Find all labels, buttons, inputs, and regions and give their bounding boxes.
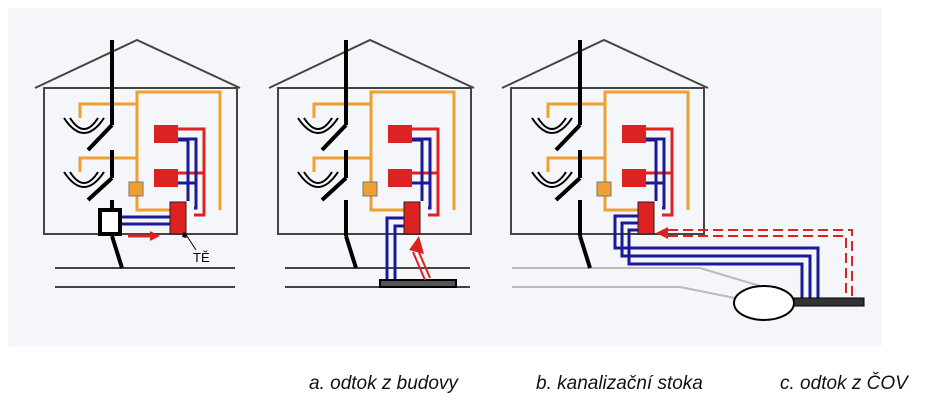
house-c-walls bbox=[510, 87, 705, 235]
arrow-icon bbox=[128, 231, 160, 241]
small-fixture-icon bbox=[128, 181, 144, 197]
arrow-icon bbox=[656, 227, 668, 239]
diagram-background bbox=[8, 8, 882, 346]
house-c-return-pipes bbox=[613, 137, 820, 300]
radiator-icon bbox=[622, 169, 646, 187]
house-b-walls bbox=[277, 87, 472, 235]
te-pointer bbox=[184, 232, 197, 251]
house-a-walls bbox=[43, 87, 238, 235]
sink-icon bbox=[63, 171, 105, 188]
house-c bbox=[501, 38, 865, 321]
radiator-icon bbox=[388, 169, 412, 187]
house-c-cold-water-pipes bbox=[546, 90, 690, 212]
house-b-hot-water-pipes bbox=[410, 127, 440, 217]
house-c-roof bbox=[501, 38, 709, 89]
heat-exchanger-icon bbox=[637, 201, 655, 235]
te-label: TĚ bbox=[193, 250, 210, 265]
radiator-icon bbox=[154, 125, 178, 143]
house-a-drain-stack bbox=[86, 40, 124, 269]
house-a-cold-water-pipes bbox=[78, 90, 222, 212]
sink-icon bbox=[531, 117, 573, 134]
small-fixture-icon bbox=[362, 181, 378, 197]
caption-b: b. kanalizační stoka bbox=[536, 373, 703, 394]
treatment-tank-icon bbox=[733, 285, 795, 321]
dashed-return-line bbox=[668, 229, 853, 296]
radiator-icon bbox=[388, 125, 412, 143]
house-b-roof bbox=[268, 38, 475, 89]
arrow-icon bbox=[409, 236, 431, 281]
house-b-return-pipes bbox=[385, 137, 432, 282]
drain-collector-box bbox=[98, 208, 122, 236]
house-a: TĚ bbox=[34, 38, 241, 288]
outflow-pipe bbox=[793, 297, 865, 307]
house-a-roof bbox=[34, 38, 241, 89]
te-pointer-head bbox=[182, 231, 187, 238]
sink-icon bbox=[531, 171, 573, 188]
small-fixture-icon bbox=[596, 181, 612, 197]
heat-exchanger-icon bbox=[169, 201, 187, 235]
house-c-drain-stack bbox=[554, 40, 592, 269]
sink-icon bbox=[63, 117, 105, 134]
caption-a: a. odtok z budovy bbox=[309, 373, 458, 394]
ground-link bbox=[679, 286, 741, 300]
house-b-cold-water-pipes bbox=[312, 90, 456, 212]
radiator-icon bbox=[154, 169, 178, 187]
radiator-icon bbox=[622, 125, 646, 143]
caption-c: c. odtok z ČOV bbox=[780, 373, 908, 394]
house-a-return-pipes bbox=[118, 137, 198, 226]
sink-icon bbox=[297, 171, 339, 188]
sewer-pipe bbox=[379, 279, 457, 288]
house-a-hot-water-pipes bbox=[176, 127, 206, 217]
ground-link bbox=[699, 267, 761, 287]
house-b-drain-stack bbox=[320, 40, 358, 269]
heat-exchanger-icon bbox=[403, 201, 421, 235]
house-c-hot-water-pipes bbox=[644, 127, 674, 217]
house-b bbox=[268, 38, 475, 288]
sink-icon bbox=[297, 117, 339, 134]
